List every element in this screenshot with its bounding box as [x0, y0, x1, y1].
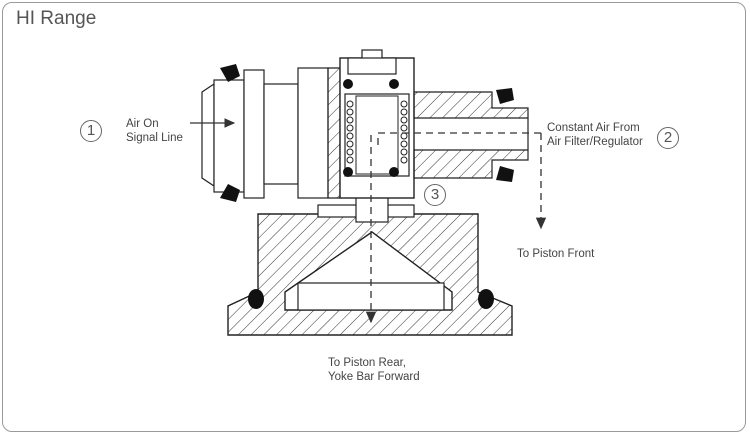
lower-body: [227, 204, 513, 336]
marker-3: 3: [424, 184, 446, 206]
diagram-title: HI Range: [16, 8, 97, 29]
piston-rear-label-2: Yoke Bar Forward: [328, 371, 420, 383]
constant-air-path: [377, 132, 541, 148]
rounded-border: [2, 2, 746, 432]
piston-front-label: To Piston Front: [517, 248, 595, 260]
inlet-arm: [413, 88, 529, 182]
o-ring-right: [478, 289, 494, 309]
valve-housing: [339, 49, 415, 199]
marker-1: 1: [80, 120, 102, 142]
constant-air-label-2: Air Filter/Regulator: [547, 136, 643, 148]
o-ring-left: [248, 289, 264, 309]
piston-rear-label-1: To Piston Rear,: [328, 357, 406, 369]
signal-port-cap: [201, 64, 341, 202]
air-on-label-1: Air On: [126, 118, 159, 130]
constant-air-label-1: Constant Air From: [547, 122, 640, 134]
marker-2: 2: [657, 127, 679, 149]
air-on-label-2: Signal Line: [126, 132, 183, 144]
